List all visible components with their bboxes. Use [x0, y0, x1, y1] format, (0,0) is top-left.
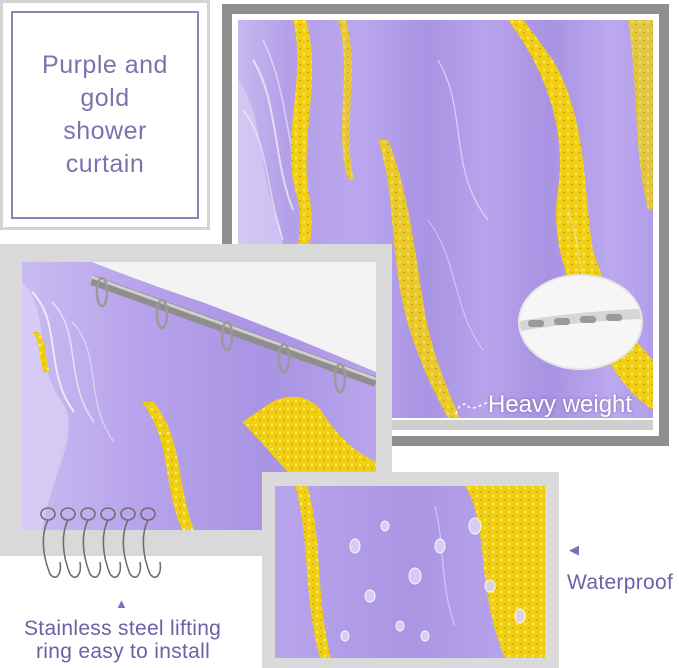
hook-rings-icon	[40, 507, 162, 578]
product-title: Purple and gold shower curtain	[15, 49, 195, 181]
waterproof-label: Waterproof	[567, 571, 674, 594]
title-line-1: Purple and gold	[42, 51, 168, 112]
title-line-2: shower	[63, 117, 147, 145]
waterproof-photo	[275, 486, 545, 658]
triangle-left-icon: ◀	[569, 542, 579, 557]
waterproof-photo-frame	[262, 472, 559, 668]
dashed-pointer-icon	[455, 401, 489, 415]
stainless-label-line-2: ring easy to install	[36, 640, 211, 663]
stainless-label-line-1: Stainless steel lifting	[24, 617, 222, 640]
title-line-3: curtain	[65, 150, 145, 178]
title-card-inner-border: Purple and gold shower curtain	[11, 11, 199, 219]
hem-weight-detail-circle	[518, 274, 643, 370]
title-card: Purple and gold shower curtain	[0, 0, 210, 230]
curtain-hem	[238, 420, 653, 430]
heavy-weight-label: Heavy weight	[488, 391, 633, 418]
triangle-up-icon: ▲	[115, 596, 128, 611]
